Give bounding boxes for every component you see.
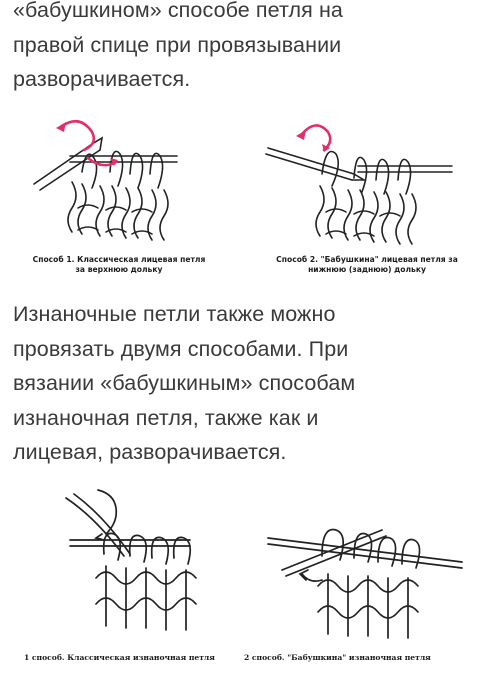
paragraph-line: вязании «бабушкиным» способам bbox=[13, 371, 356, 395]
figure-caption-right: Способ 2. "Бабушкина" лицевая петля за н… bbox=[256, 255, 478, 275]
caption-line: Способ 1. Классическая лицевая петля bbox=[32, 255, 206, 264]
paragraph-middle: Изнаночные петли также можно провязать д… bbox=[13, 297, 471, 470]
paragraph-line: разворачивается. bbox=[13, 67, 191, 91]
purl-classic-illustration bbox=[40, 486, 230, 646]
caption-line: нижнюю (заднюю) дольку bbox=[308, 265, 426, 274]
figure-caption-purl-left: 1 способ. Классическая изнаночная петля bbox=[24, 653, 215, 662]
figure-caption-purl-right: 2 способ. "Бабушкина" изнаночная петля bbox=[244, 653, 431, 662]
paragraph-line: лицевая, разворачивается. bbox=[13, 440, 287, 464]
knit-classic-illustration bbox=[22, 112, 212, 247]
paragraph-line: изнаночная петля, также как и bbox=[13, 405, 319, 430]
paragraph-line: «бабушкином» способе петля на bbox=[13, 0, 343, 22]
paragraph-line: провязать двумя способами. При bbox=[13, 336, 349, 361]
caption-line: за верхнюю дольку bbox=[75, 265, 163, 274]
purl-grandmother-illustration bbox=[262, 500, 472, 645]
knit-grandmother-illustration bbox=[262, 112, 462, 247]
caption-line: Способ 2. "Бабушкина" лицевая петля за bbox=[276, 255, 458, 264]
figure-caption-left: Способ 1. Классическая лицевая петля за … bbox=[14, 255, 224, 275]
paragraph-line: правой спице при провязывании bbox=[13, 32, 342, 57]
paragraph-top: «бабушкином» способе петля на правой спи… bbox=[13, 0, 471, 97]
paragraph-line: Изнаночные петли также можно bbox=[13, 302, 336, 326]
